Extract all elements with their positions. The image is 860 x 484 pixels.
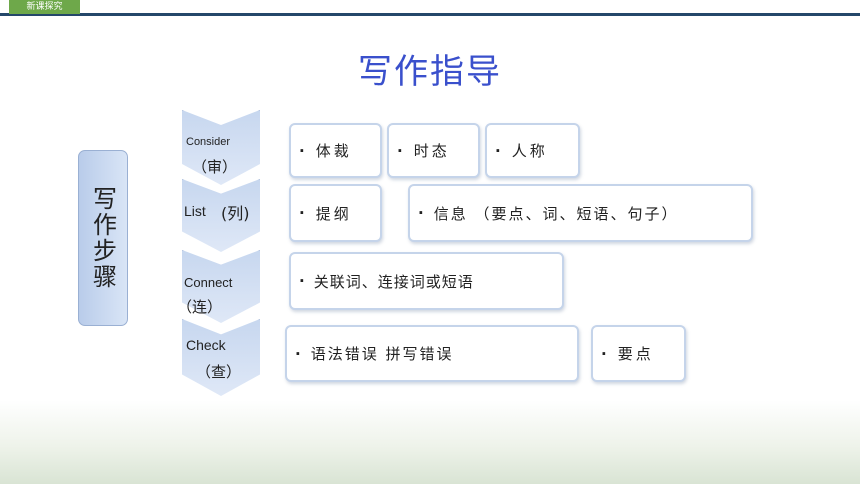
step-cn-connect: （连） <box>177 298 223 316</box>
section-tab[interactable]: 新课探究 <box>9 0 80 14</box>
bullet-icon: · <box>299 272 306 290</box>
step-cn-consider: （审） <box>192 158 238 176</box>
step-cn-check: （查） <box>196 363 242 381</box>
card-text: 关联词、连接词或短语 <box>313 272 474 291</box>
card-key-points: · 要点 <box>591 325 686 382</box>
bullet-icon: · <box>299 204 308 222</box>
card-text: 时态 <box>413 142 450 160</box>
card-text: 要点 <box>617 345 654 363</box>
steps-label-text: 写作步骤 <box>88 186 117 290</box>
card-text: 提纲 <box>315 204 352 223</box>
step-en-consider: Consider <box>186 136 231 148</box>
bullet-icon: · <box>418 204 426 222</box>
bottom-gradient <box>0 400 860 484</box>
card-text: 体裁 <box>315 142 352 160</box>
card-text: 人称 <box>511 142 548 160</box>
card-genre: · 体裁 <box>289 123 382 178</box>
steps-label-box: 写作步骤 <box>78 150 128 326</box>
bullet-icon: · <box>601 344 610 363</box>
card-text: 语法错误 拼写错误 <box>310 345 454 363</box>
bullet-icon: · <box>397 141 406 160</box>
card-connectives: · 关联词、连接词或短语 <box>289 252 564 310</box>
bullet-icon: · <box>495 141 504 160</box>
step-en-check: Check <box>186 337 226 353</box>
step-chevron-check <box>182 319 260 396</box>
card-errors: · 语法错误 拼写错误 <box>285 325 579 382</box>
card-tense: · 时态 <box>387 123 480 178</box>
bullet-icon: · <box>299 141 308 160</box>
step-en-connect: Connect <box>184 275 233 290</box>
card-person: · 人称 <box>485 123 580 178</box>
page-title: 写作指导 <box>358 52 502 92</box>
bullet-icon: · <box>295 344 303 363</box>
card-outline: · 提纲 <box>289 184 382 242</box>
step-en-list: List <box>184 203 206 219</box>
step-cn-list: (列) <box>221 204 250 223</box>
card-information: · 信息 （要点、词、短语、句子） <box>408 184 753 242</box>
header-rule <box>0 13 860 16</box>
card-text: 信息 （要点、词、短语、句子） <box>433 204 679 223</box>
